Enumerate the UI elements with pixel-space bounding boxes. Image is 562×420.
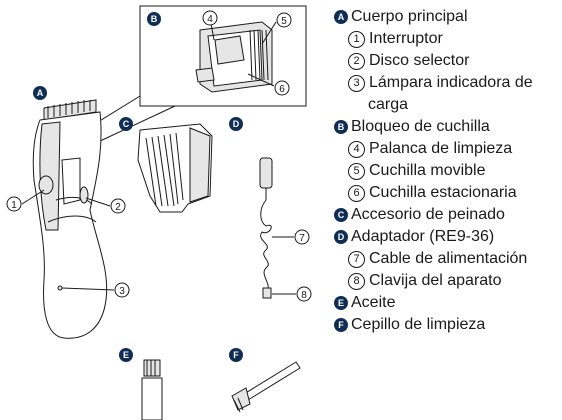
callout-badge-C: C [119,117,133,131]
legend-label-8: Clavija del aparato [369,272,502,289]
callout-4-label: 4 [207,14,213,25]
legend-label-F: Cepillo de limpieza [351,316,486,333]
callout-badge-A-label: A [37,88,44,98]
main-body-clipper [32,99,108,339]
legend-badge-F: F [334,318,348,332]
legend-label-3-continued: carga [368,96,409,113]
callout-badge-D: D [229,117,243,131]
legend-num-1: 1 [348,31,365,48]
legend-label-E: Aceite [351,294,396,311]
legend-label-5: Cuchilla movible [369,162,486,179]
callout-badge-E: E [119,348,133,362]
callout-badge-E-label: E [123,350,129,360]
legend-label-7: Cable de alimentación [369,250,528,267]
legend-label-2: Disco selector [369,52,470,69]
legend-label-3: Lámpara indicadora de [369,74,533,91]
callout-6-label: 6 [279,84,285,95]
legend-num-7: 7 [348,251,365,268]
ac-adapter [259,157,273,299]
legend-label-1: Interruptor [369,30,443,47]
callout-8: 8 [296,286,312,302]
legend-label-C: Accesorio de peinado [351,206,505,223]
callout-6: 6 [274,80,290,96]
legend-badge-C: C [334,208,348,222]
callout-7-label: 7 [299,233,305,244]
callout-1: 1 [6,196,22,212]
legend-badge-D: D [334,230,348,244]
legend-badge-E: E [334,296,348,310]
parts-diagram: .ln { fill:none; stroke:#1a1a1a; stroke-… [6,5,312,420]
callout-4: 4 [202,10,218,26]
legend-num-3: 3 [348,75,365,92]
callout-badge-C-label: C [123,119,130,129]
callout-1-label: 1 [11,200,17,211]
oil-bottle [141,359,163,420]
callout-badge-A: A [33,86,47,100]
legend-label-4: Palanca de limpieza [369,140,513,157]
callout-8-label: 8 [301,290,307,301]
blade-block-inset [71,5,307,143]
legend-label-6: Cuchilla estacionaria [369,184,517,201]
callout-5: 5 [276,12,292,28]
callout-badge-F: F [229,348,243,362]
comb-attachment [137,123,213,213]
callout-3: 3 [114,282,130,298]
legend-badge-B: B [334,120,348,134]
legend-num-4: 4 [348,141,365,158]
callout-2-label: 2 [115,202,121,213]
cleaning-brush [231,361,301,413]
callout-badge-D-label: D [233,119,240,129]
callout-badge-F-label: F [233,350,239,360]
callout-badge-B-label: B [151,14,158,24]
callout-7: 7 [294,229,310,245]
callout-badge-B: B [147,12,161,26]
legend-item-3-continued: carga [330,94,562,116]
legend-num-2: 2 [348,53,365,70]
legend-label-D: Adaptador (RE9-36) [351,228,495,245]
legend-label-B: Bloqueo de cuchilla [351,118,490,135]
callout-5-label: 5 [281,16,287,27]
callout-3-label: 3 [119,286,125,297]
legend-badge-A: A [334,10,348,24]
legend-num-5: 5 [348,163,365,180]
legend-num-6: 6 [348,185,365,202]
legend-label-A: Cuerpo principal [351,8,468,25]
callout-2: 2 [110,198,126,214]
legend-num-8: 8 [348,273,365,290]
